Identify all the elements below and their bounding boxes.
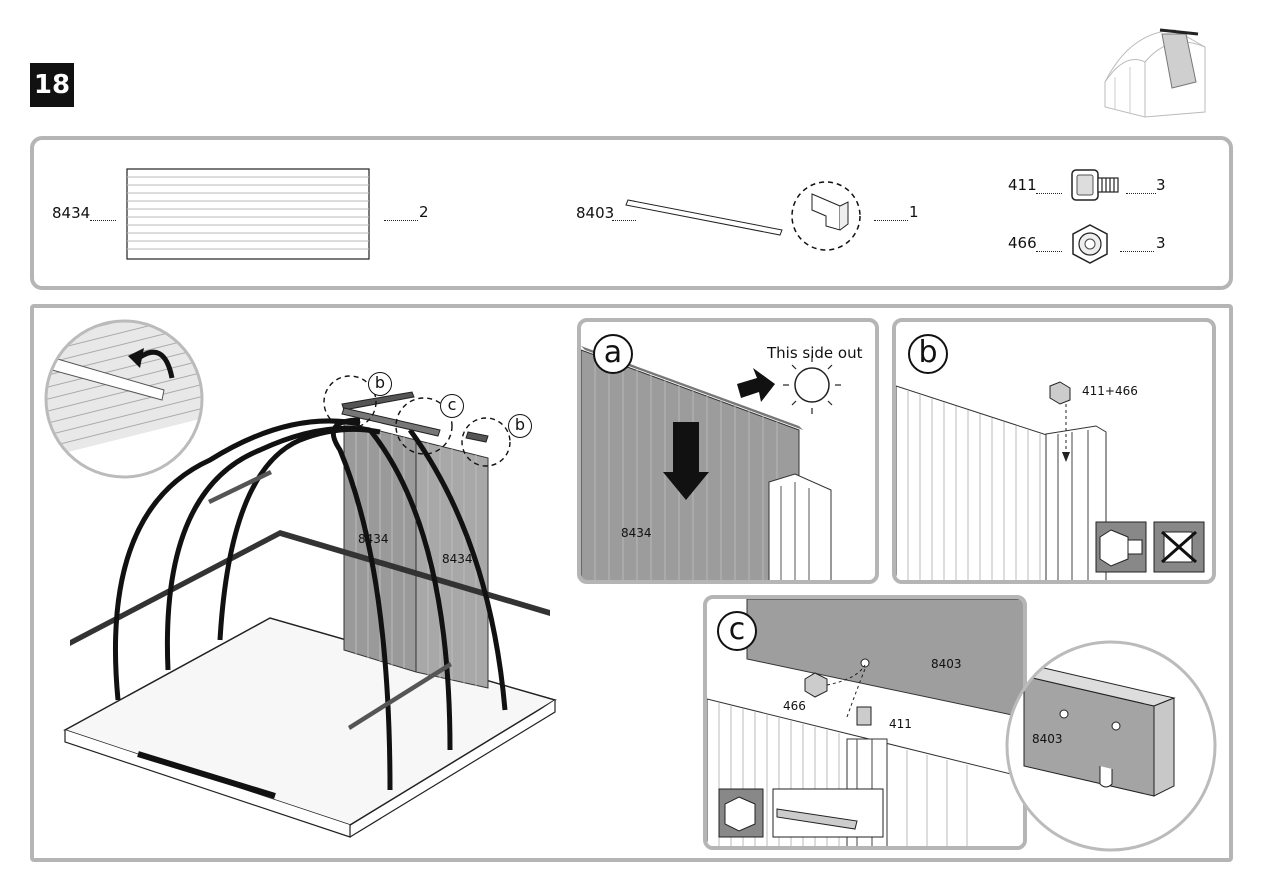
detail-a-letter: a xyxy=(593,334,633,374)
part-466-code: 466 xyxy=(1008,234,1037,252)
bar-8403-zoom xyxy=(1005,640,1217,852)
part-8403-qty-leader xyxy=(874,220,908,221)
protective-film-zoom xyxy=(44,319,204,479)
zoom-bar-8403-label: 8403 xyxy=(1032,732,1063,746)
fastener-411-466: 411+466 xyxy=(1082,384,1138,398)
detail-c-bolt-411: 411 xyxy=(889,717,912,731)
detail-b-letter: b xyxy=(908,334,948,374)
part-466-qty-leader xyxy=(1120,251,1154,252)
detail-a-part: 8434 xyxy=(621,526,652,540)
panel-8434-left: 8434 xyxy=(358,532,389,546)
bar-8403-icon xyxy=(625,181,861,251)
part-466-qty: 3 xyxy=(1156,234,1166,252)
callout-c: c xyxy=(440,394,464,418)
detail-c: c 466 411 8403 xyxy=(703,595,1027,850)
part-411-qty-leader xyxy=(1126,193,1156,194)
part-411-qty: 3 xyxy=(1156,176,1166,194)
detail-c-drawing xyxy=(707,599,1023,846)
part-8434-qty: 2 xyxy=(419,203,429,221)
panel-8434-right: 8434 xyxy=(442,552,473,566)
greenhouse-thumbnail xyxy=(1104,28,1206,118)
panel-sheet-icon xyxy=(126,168,370,260)
callout-b-right: b xyxy=(508,414,532,438)
part-8403-code: 8403 xyxy=(576,204,615,222)
callout-b-left: b xyxy=(368,372,392,396)
detail-a: a This side out 8434 xyxy=(577,318,879,584)
detail-c-bar-8403: 8403 xyxy=(931,657,962,671)
part-8403-leader xyxy=(612,220,636,221)
detail-b: b 411+466 xyxy=(892,318,1216,584)
greenhouse-frame-drawing xyxy=(63,375,557,838)
part-8434-code: 8434 xyxy=(52,204,91,222)
bolt-411-icon xyxy=(1071,169,1119,201)
detail-b-drawing xyxy=(896,381,1205,580)
part-8434-leader xyxy=(90,220,116,221)
detail-c-letter: c xyxy=(717,611,757,651)
part-466-leader xyxy=(1036,251,1062,252)
part-8434-qty-leader xyxy=(384,220,418,221)
part-411-leader xyxy=(1036,193,1062,194)
part-8403-qty: 1 xyxy=(909,203,919,221)
this-side-out-note: This side out xyxy=(767,344,863,362)
nut-466-icon xyxy=(1072,224,1108,264)
step-number: 18 xyxy=(30,63,74,107)
part-411-code: 411 xyxy=(1008,176,1037,194)
detail-a-drawing xyxy=(581,346,841,580)
detail-c-nut-466: 466 xyxy=(783,699,806,713)
